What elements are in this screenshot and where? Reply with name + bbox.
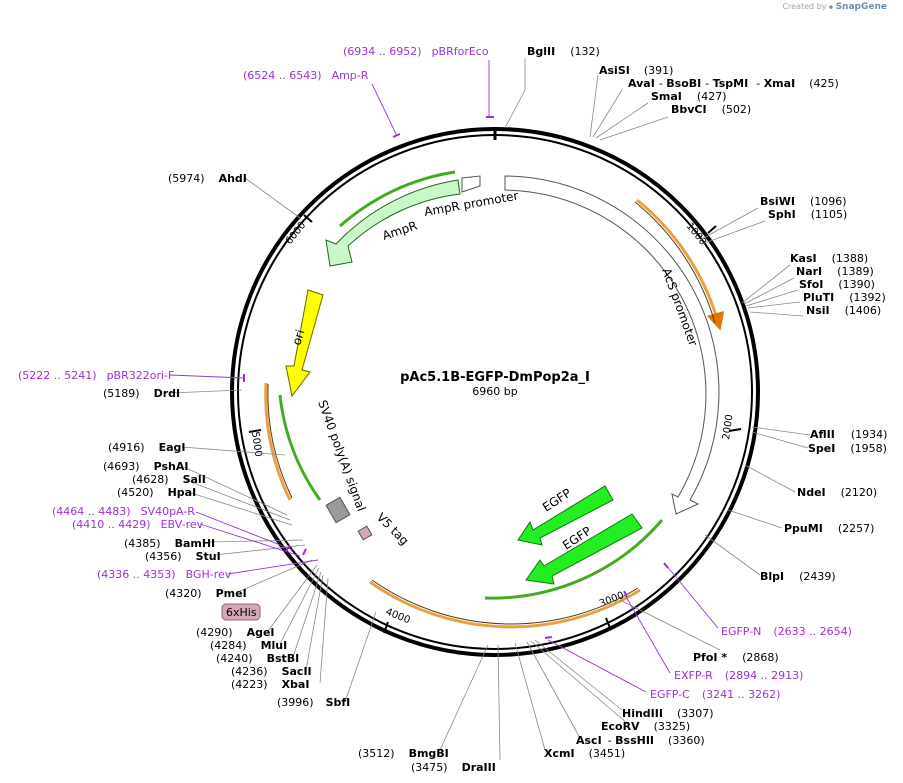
site-nsii: NsiI(1406) <box>806 304 881 317</box>
primer-leader-lines <box>169 60 719 693</box>
site-xcmi: XcmI(3451) <box>544 747 625 760</box>
site-avai-group: AvaI- BsoBI- TspMI- XmaI(425) <box>628 77 839 90</box>
primer-bgh-rev: (4336 .. 4353)BGH-rev <box>97 568 232 581</box>
feature-label-v5: V5 tag <box>374 510 412 548</box>
site-sbfi: (3996)SbfI <box>277 696 350 709</box>
feature-6xhis-box <box>221 603 261 621</box>
site-bmgbi: (3512)BmgBI <box>358 747 449 760</box>
primer-exfp-r: EXFP-R(2894 .. 2913) <box>674 669 803 682</box>
site-bstbi: (4240)BstBI <box>216 652 299 665</box>
site-ahdi: (5974)AhdI <box>168 172 247 185</box>
primer-marks <box>243 116 669 639</box>
site-pshai: (4693)PshAI <box>103 460 188 473</box>
site-smai: SmaI(427) <box>651 90 727 103</box>
feature-egfp-1 <box>517 485 614 546</box>
site-agei: (4290)AgeI <box>196 626 275 639</box>
feature-sv40-polya <box>325 496 351 524</box>
site-bsiwi: BsiWI(1096) <box>760 195 847 208</box>
tick-label-2000: 2000 <box>721 414 735 441</box>
site-blpi: BlpI(2439) <box>760 570 836 583</box>
site-nari: NarI(1389) <box>796 265 874 278</box>
site-sfoi: SfoI(1390) <box>799 278 875 291</box>
site-sacii: (4236)SacII <box>231 665 312 678</box>
feature-acs-promoter <box>504 175 720 515</box>
site-mlui: (4284)MluI <box>210 639 287 652</box>
feature-ampr-promoter <box>461 175 481 193</box>
snapgene-credit: Created by ⦁ SnapGene <box>782 2 887 12</box>
plasmid-length: 6960 bp <box>472 385 517 398</box>
site-asisi: AsiSI(391) <box>599 64 673 77</box>
site-bglii: BglII(132) <box>527 45 600 58</box>
site-ppumi: PpuMI(2257) <box>784 522 874 535</box>
site-pmei: (4320)PmeI <box>165 587 247 600</box>
feature-label-6xhis: 6xHis <box>226 606 257 619</box>
site-ndei: NdeI(2120) <box>797 486 877 499</box>
credit-brand: SnapGene <box>835 2 887 12</box>
credit-prefix: Created by <box>782 2 827 11</box>
site-drdi: (5189)DrdI <box>103 387 180 400</box>
site-stui: (4356)StuI <box>145 550 221 563</box>
primer-egfp-c: EGFP-C(3241 .. 3262) <box>650 688 780 701</box>
site-sali: (4628)SalI <box>132 473 206 486</box>
primer-amp-r: (6524 .. 6543)Amp-R <box>243 69 369 82</box>
tick-marks <box>248 128 742 634</box>
site-ecorv: EcoRV(3325) <box>601 720 690 733</box>
feature-egfp-2 <box>525 513 643 585</box>
site-bbvci: BbvCI(502) <box>671 103 751 116</box>
primer-egfp-n: EGFP-N(2633 .. 2654) <box>721 625 852 638</box>
feature-v5-tag <box>357 525 373 541</box>
tick-label-5000: 5000 <box>249 431 263 458</box>
site-eagi: (4916)EagI <box>108 441 185 454</box>
site-bamhi: (4385)BamHI <box>124 537 215 550</box>
feature-label-ampr: AmpR <box>381 218 419 242</box>
feature-ampr <box>325 179 461 267</box>
site-asci-bsshii: AscI- BssHII(3360) <box>576 734 705 747</box>
feature-ori <box>285 289 324 398</box>
feature-inner-arcs <box>267 201 716 625</box>
site-leader-lines <box>169 58 811 761</box>
primer-ebv-rev: (4410 .. 4429)EBV-rev <box>72 518 204 531</box>
site-xbai: (4223)XbaI <box>231 678 309 691</box>
site-pluti: PluTI(1392) <box>803 291 886 304</box>
feature-label-sv40: SV40 poly(A) signal <box>315 398 368 513</box>
snapgene-logo-icon: ⦁ <box>829 2 834 11</box>
site-draiii: (3475)DraIII <box>411 761 496 774</box>
primer-pbr322ori-f: (5222 .. 5241)pBR322ori-F <box>18 369 174 382</box>
primer-sv40pa-r: (4464 .. 4483)SV40pA-R <box>52 505 195 518</box>
site-aflii: AflII(1934) <box>810 428 887 441</box>
site-spei: SpeI(1958) <box>808 442 887 455</box>
site-sphi: SphI(1105) <box>768 208 847 221</box>
site-hindiii: HindIII(3307) <box>622 707 714 720</box>
plasmid-name: pAc5.1B-EGFP-DmPop2a_I <box>400 370 590 385</box>
feature-label-ori: ori <box>289 328 307 347</box>
feature-outline-arcs <box>264 198 725 629</box>
primer-pbrforeco: (6934 .. 6952)pBRforEco <box>343 45 489 58</box>
site-kasi: KasI(1388) <box>790 252 868 265</box>
site-hpai: (4520)HpaI <box>117 486 196 499</box>
site-pfoi: PfoI *(2868) <box>693 651 779 664</box>
